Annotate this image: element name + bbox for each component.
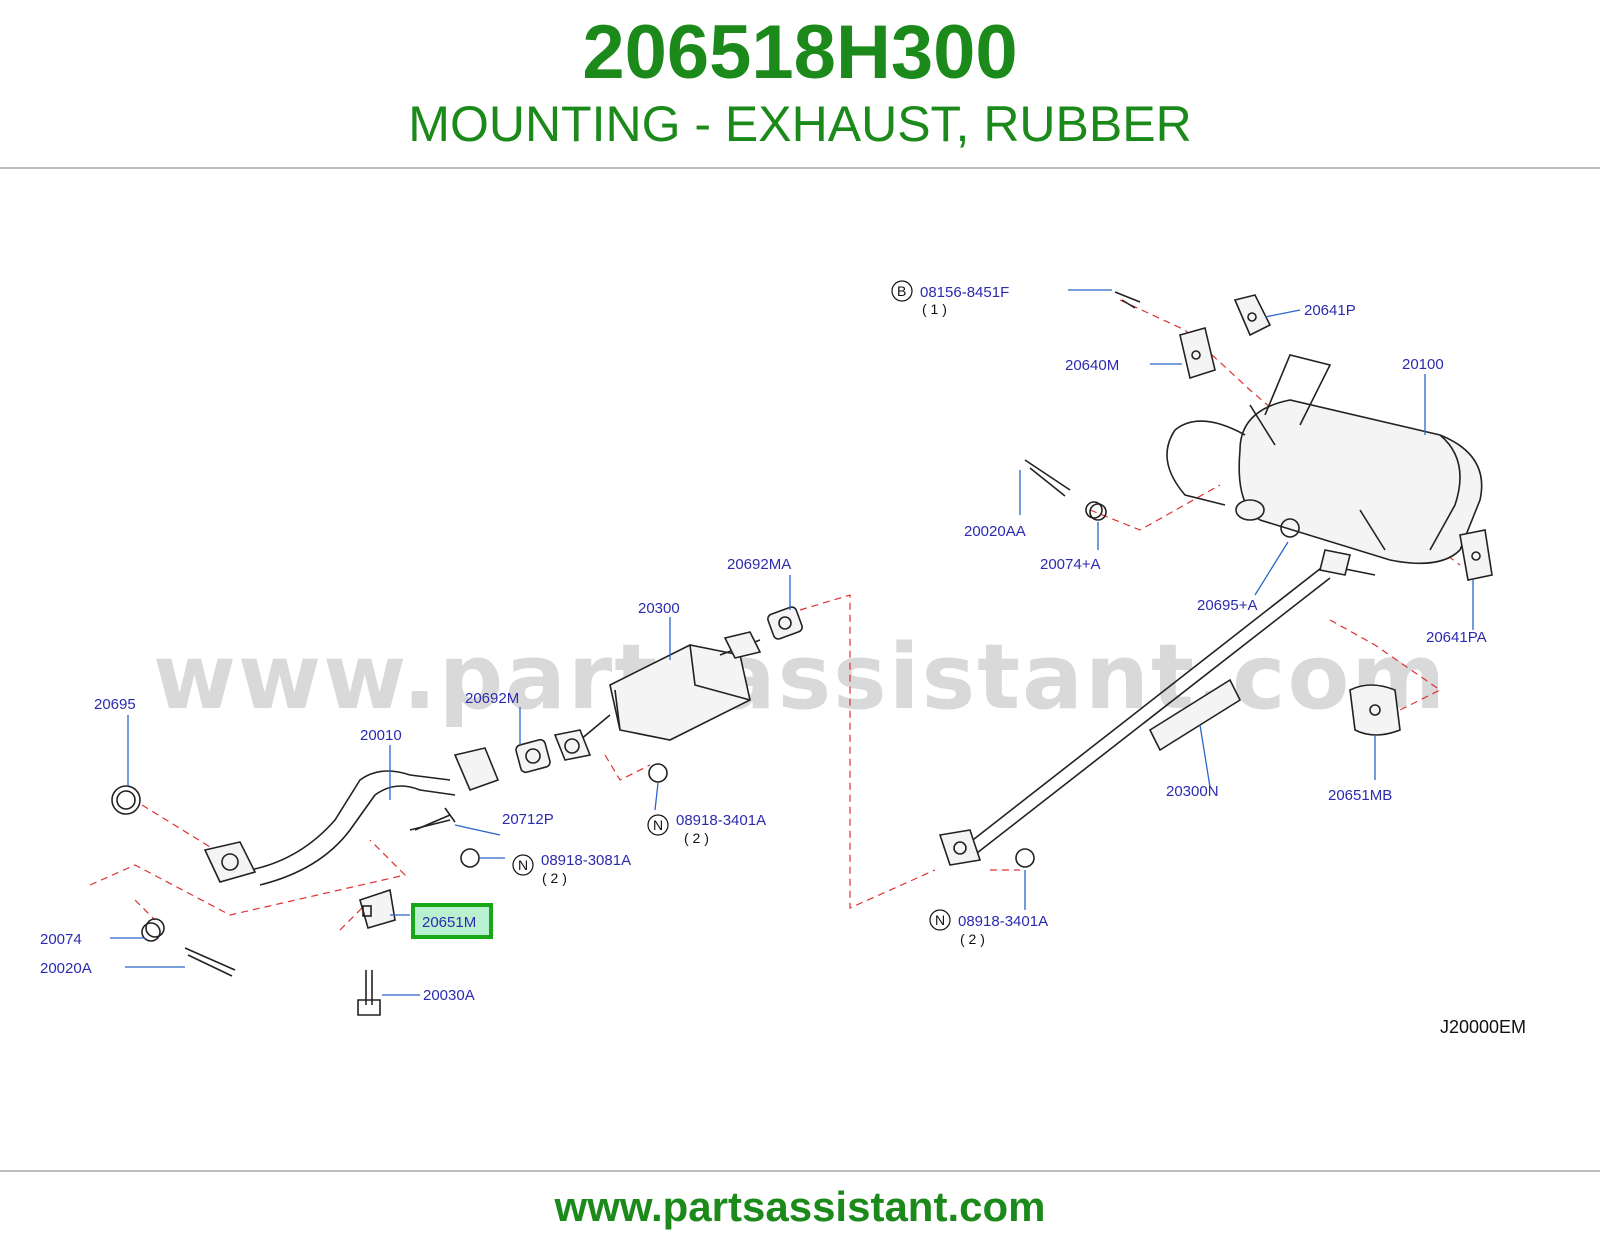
highlighted-part-20651M[interactable]: 20651M <box>411 903 493 939</box>
label-20712P[interactable]: 20712P <box>502 811 554 828</box>
part-labels: B 08156-8451F ( 1 ) 20641P 20640M 20100 … <box>40 280 1526 1037</box>
label-20020A[interactable]: 20020A <box>40 960 92 977</box>
center-pipe <box>938 549 1376 866</box>
qty-08156: ( 1 ) <box>922 301 947 317</box>
part-number-title: 206518H300 <box>582 10 1018 95</box>
label-20030A[interactable]: 20030A <box>423 987 475 1004</box>
label-20641PA[interactable]: 20641PA <box>1426 629 1487 646</box>
gasket-20692MA <box>767 606 803 640</box>
label-08918-3401A-b[interactable]: 08918-3401A <box>958 913 1048 930</box>
header: 206518H300 MOUNTING - EXHAUST, RUBBER <box>0 0 1600 168</box>
label-20692MA[interactable]: 20692MA <box>727 556 791 573</box>
label-20100[interactable]: 20100 <box>1402 356 1444 373</box>
label-20300[interactable]: 20300 <box>638 600 680 617</box>
label-08156-8451F[interactable]: 08156-8451F <box>920 284 1009 301</box>
label-20074[interactable]: 20074 <box>40 931 82 948</box>
leader-lines <box>110 289 1474 996</box>
label-20692M[interactable]: 20692M <box>465 690 519 707</box>
mark-n-1: N <box>653 817 663 833</box>
rear-muffler <box>1166 354 1483 565</box>
label-20010[interactable]: 20010 <box>360 727 402 744</box>
exhaust-diagram: B 08156-8451F ( 1 ) 20641P 20640M 20100 … <box>40 280 1526 1037</box>
label-20300N[interactable]: 20300N <box>1166 783 1219 800</box>
footer-divider <box>0 1170 1600 1172</box>
footer-site-link[interactable]: www.partsassistant.com <box>554 1183 1046 1230</box>
qty-08918-3401A: ( 2 ) <box>684 830 709 846</box>
label-20020AA[interactable]: 20020AA <box>964 523 1026 540</box>
label-20695[interactable]: 20695 <box>94 696 136 713</box>
pre-muffler <box>553 631 762 761</box>
label-20695-a[interactable]: 20695+A <box>1197 597 1257 614</box>
label-20074-a[interactable]: 20074+A <box>1040 556 1100 573</box>
watermark: www.partsassistant.com <box>152 625 1448 730</box>
mark-n-2: N <box>518 857 528 873</box>
diagram-code: J20000EM <box>1440 1017 1526 1037</box>
part-description: MOUNTING - EXHAUST, RUBBER <box>408 96 1192 152</box>
label-08918-3401A[interactable]: 08918-3401A <box>676 812 766 829</box>
fasteners <box>111 291 1300 1016</box>
label-08918-3081A[interactable]: 08918-3081A <box>541 852 631 869</box>
mark-b: B <box>897 283 906 299</box>
header-divider <box>0 167 1600 169</box>
label-20651MB[interactable]: 20651MB <box>1328 787 1392 804</box>
front-pipe <box>203 747 500 886</box>
mark-n-3: N <box>935 912 945 928</box>
qty-08918-3081A: ( 2 ) <box>542 870 567 886</box>
label-20651M[interactable]: 20651M <box>422 914 476 931</box>
rubber-mountings <box>359 294 1493 929</box>
label-20640M[interactable]: 20640M <box>1065 357 1119 374</box>
qty-08918-3401A-b: ( 2 ) <box>960 931 985 947</box>
label-20641P[interactable]: 20641P <box>1304 302 1356 319</box>
gasket-20692M <box>515 738 551 774</box>
